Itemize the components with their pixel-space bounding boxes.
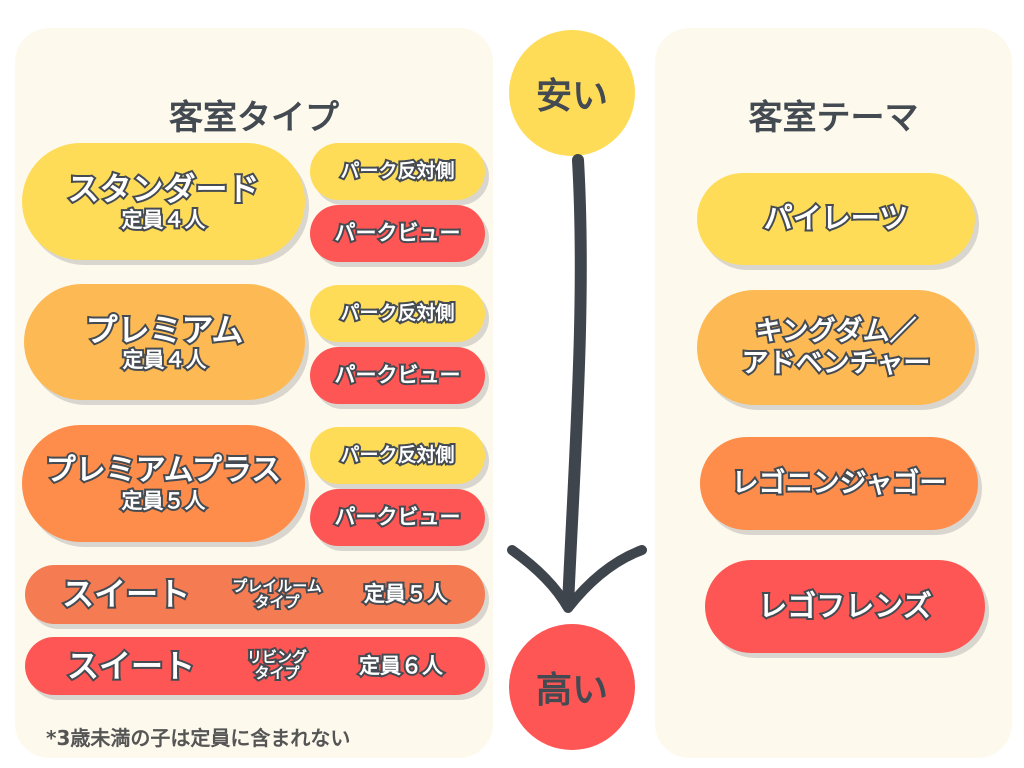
room-capacity: 定員５人 bbox=[362, 580, 450, 608]
theme-label: レゴフレンズ bbox=[756, 587, 933, 625]
cheap-circle: 安い bbox=[509, 30, 635, 156]
room-premium: プレミアム 定員４人 bbox=[24, 284, 305, 400]
suite-type: タイプ bbox=[252, 663, 301, 682]
option-park-opposite: パーク反対側 bbox=[310, 427, 485, 484]
theme-label: アドベンチャー bbox=[740, 345, 933, 380]
room-capacity: 定員４人 bbox=[120, 206, 208, 234]
theme-label: パイレーツ bbox=[762, 199, 910, 237]
option-label: パーク反対側 bbox=[338, 300, 456, 326]
option-label: パーク反対側 bbox=[338, 158, 456, 184]
room-name: スイート bbox=[60, 574, 192, 615]
room-name: スタンダード bbox=[65, 169, 261, 210]
theme-pirates: パイレーツ bbox=[697, 173, 975, 265]
arrow-down-icon bbox=[507, 154, 647, 613]
room-type-title: 客室タイプ bbox=[169, 98, 339, 138]
room-suite-playroom: スイート プレイルームタイプ 定員５人 bbox=[25, 565, 485, 624]
theme-lego-ninjago: レゴニンジャゴー bbox=[700, 437, 978, 530]
room-capacity: 定員４人 bbox=[121, 346, 209, 374]
room-suite-living: スイート リビングタイプ 定員６人 bbox=[25, 637, 485, 695]
room-capacity: 定員６人 bbox=[357, 652, 445, 680]
suite-type: リビング bbox=[245, 648, 309, 667]
room-standard: スタンダード 定員４人 bbox=[22, 143, 305, 260]
option-park-view: パークビュー bbox=[310, 205, 485, 262]
cheap-label: 安い bbox=[535, 76, 608, 117]
theme-kingdom-adventure: キングダム／アドベンチャー bbox=[697, 290, 975, 405]
theme-label: レゴニンジャゴー bbox=[730, 466, 949, 501]
option-park-view: パークビュー bbox=[310, 347, 485, 404]
room-theme-title: 客室テーマ bbox=[748, 98, 919, 138]
expensive-label: 高い bbox=[535, 670, 608, 711]
option-park-opposite: パーク反対側 bbox=[310, 143, 485, 200]
room-premium-plus: プレミアムプラス 定員５人 bbox=[22, 425, 305, 542]
room-name: スイート bbox=[65, 645, 197, 686]
room-capacity: 定員５人 bbox=[120, 487, 208, 515]
option-label: パーク反対側 bbox=[338, 442, 456, 468]
theme-label: キングダム／ bbox=[753, 314, 918, 349]
room-name: プレミアム bbox=[84, 309, 246, 350]
expensive-circle: 高い bbox=[509, 624, 635, 750]
option-park-view: パークビュー bbox=[310, 489, 485, 546]
suite-type: プレイルーム bbox=[230, 576, 324, 595]
option-label: パークビュー bbox=[333, 503, 463, 531]
suite-type: タイプ bbox=[252, 592, 301, 611]
option-park-opposite: パーク反対側 bbox=[310, 285, 485, 342]
option-label: パークビュー bbox=[333, 361, 463, 389]
theme-lego-friends: レゴフレンズ bbox=[705, 560, 985, 653]
option-label: パークビュー bbox=[333, 219, 463, 247]
footnote: *3歳未満の子は定員に含まれない bbox=[46, 726, 351, 750]
room-name: プレミアムプラス bbox=[44, 452, 283, 490]
